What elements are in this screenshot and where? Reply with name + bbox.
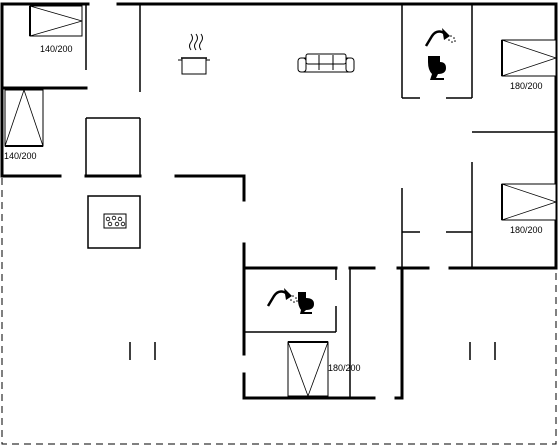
bed-3-label: 180/200 bbox=[510, 81, 543, 91]
bed-1: 140/200 bbox=[29, 5, 83, 54]
bed-2-label: 140/200 bbox=[4, 151, 37, 161]
shower-toilet-icon bbox=[424, 28, 456, 80]
door-marks bbox=[129, 342, 496, 360]
bed-4-label: 180/200 bbox=[510, 225, 543, 235]
interior-walls bbox=[85, 4, 556, 398]
bed-2: 140/200 bbox=[4, 89, 44, 161]
sofa-icon bbox=[297, 53, 355, 73]
cooking-pot-icon bbox=[178, 33, 210, 75]
walls bbox=[0, 2, 558, 400]
bed-5-label: 180/200 bbox=[328, 363, 361, 373]
bed-4: 180/200 bbox=[501, 183, 557, 235]
terrace-outline bbox=[1, 178, 557, 445]
bed-5: 180/200 bbox=[287, 341, 361, 397]
bed-1-label: 140/200 bbox=[40, 44, 73, 54]
shower-toilet-icon-2 bbox=[266, 288, 314, 314]
bed-3: 180/200 bbox=[501, 39, 557, 91]
hot-tub-icon bbox=[87, 195, 141, 249]
